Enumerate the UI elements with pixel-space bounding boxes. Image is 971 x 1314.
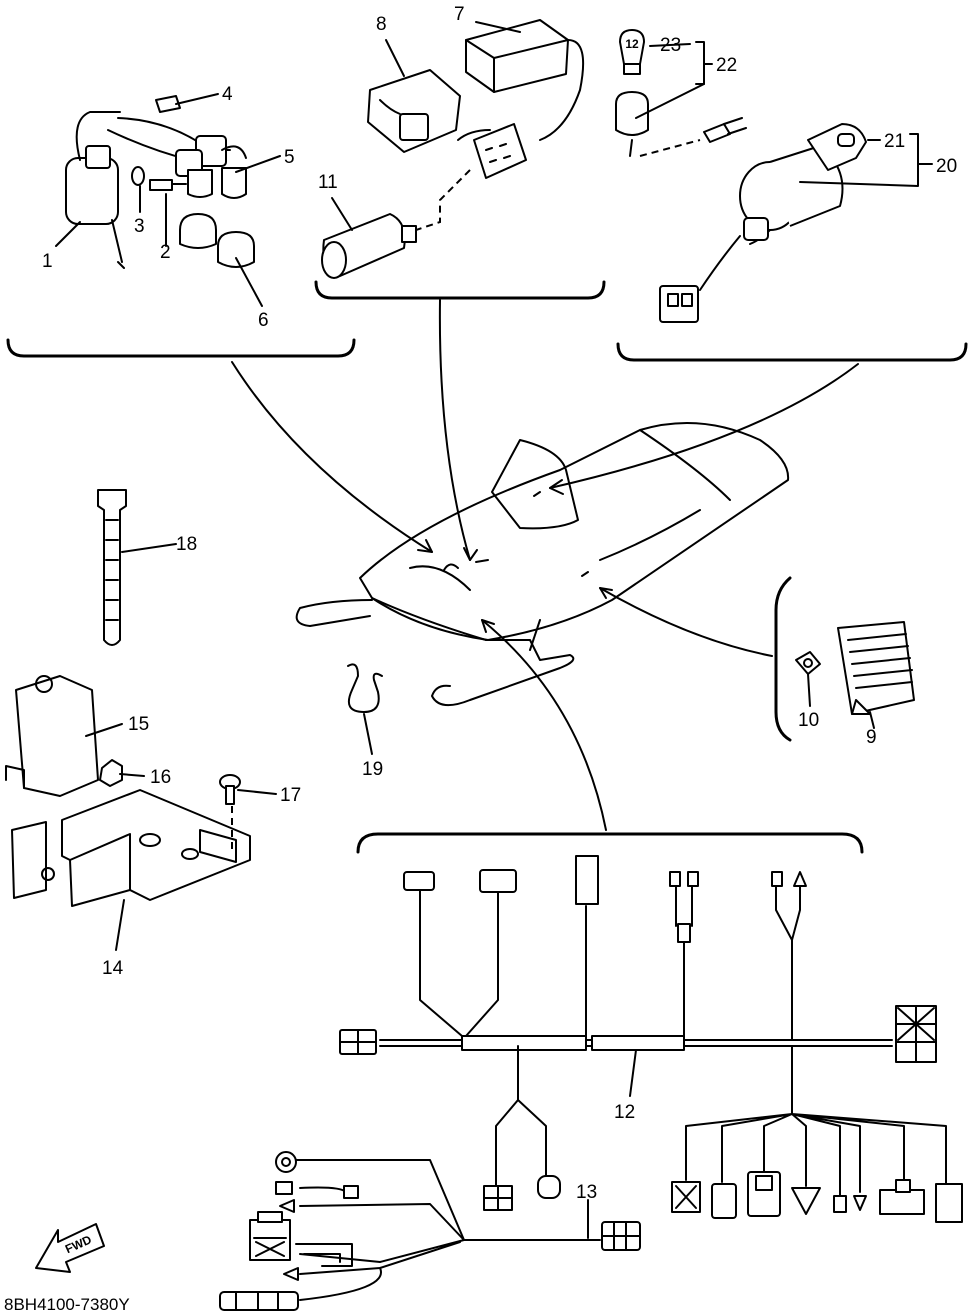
plug-cap [187, 145, 247, 199]
callout-12: 12 [614, 1102, 635, 1123]
callout-14: 14 [102, 958, 124, 979]
group-bracket-cdi [314, 280, 606, 561]
callout-numbers: 1 2 3 4 5 6 7 8 9 10 11 12 13 14 15 16 1… [42, 4, 957, 1203]
ignition-coil [65, 111, 125, 269]
callout-20: 20 [936, 156, 957, 177]
callout-17: 17 [280, 785, 301, 806]
callout-11: 11 [318, 172, 338, 193]
voltage-regulator [837, 621, 915, 715]
leader-lines [55, 21, 933, 1239]
wire-clamp [347, 663, 383, 713]
drawing-code: 8BH4100-7380Y [4, 1295, 130, 1314]
callout-2: 2 [160, 242, 171, 263]
ignition-washer [131, 166, 145, 186]
callout-8: 8 [376, 14, 387, 35]
group-bracket-switch [549, 342, 968, 495]
cdi-capacitor [321, 213, 417, 279]
callout-10: 10 [798, 710, 819, 731]
group-bracket-ignition [6, 338, 433, 553]
fwd-arrow-icon: FWD [35, 1223, 105, 1273]
callout-16: 16 [150, 767, 171, 788]
rubber-cap [179, 213, 255, 268]
main-switch-connector [659, 235, 741, 323]
bracket-screw [219, 774, 241, 850]
mounting-bracket [11, 789, 251, 907]
bulb-marking: 12 [625, 37, 639, 51]
callout-3: 3 [134, 216, 145, 237]
callout-9: 9 [866, 727, 877, 748]
callout-23: 23 [660, 35, 681, 56]
main-switch-key [807, 123, 867, 171]
ignition-bolt [149, 179, 187, 191]
indicator-bulb: 12 [619, 29, 645, 75]
cdi-bracket [367, 69, 461, 153]
callout-21: 21 [884, 131, 905, 152]
sub-wire-harness [219, 1151, 641, 1311]
indicator-socket [615, 91, 747, 157]
callout-7: 7 [454, 4, 465, 25]
cdi-connector [409, 123, 527, 233]
callout-1: 1 [42, 251, 53, 272]
callout-6: 6 [258, 310, 269, 331]
callout-19: 19 [362, 759, 383, 780]
ignition-clip [155, 95, 181, 113]
main-wire-harness [339, 855, 963, 1223]
bracket-nut [99, 759, 123, 787]
regulator-nut [795, 651, 821, 675]
relay-cover [5, 675, 99, 797]
cable-tie [97, 489, 127, 646]
callout-4: 4 [222, 84, 233, 105]
cdi-unit [465, 19, 585, 141]
group-bracket-regulator [599, 576, 792, 742]
callout-22: 22 [716, 55, 737, 76]
callout-15: 15 [128, 714, 149, 735]
spark-plug-wire [107, 117, 231, 177]
snowmobile-illustration [295, 421, 790, 707]
callout-5: 5 [284, 147, 295, 168]
callout-18: 18 [176, 534, 197, 555]
callout-13: 13 [576, 1182, 597, 1203]
